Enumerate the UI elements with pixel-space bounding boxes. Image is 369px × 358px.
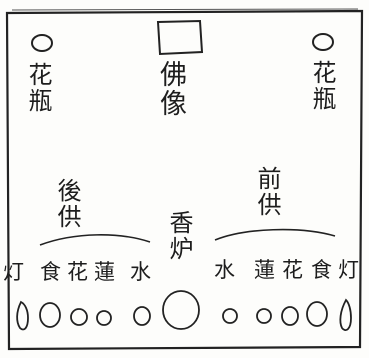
rear-offering-label: 後供 [53,178,81,230]
right-food-bowl-icon [306,301,328,327]
incense-burner-label: 香炉 [165,210,193,262]
right-water-label: 水 [214,258,236,282]
left-water-cup-icon [133,306,151,326]
left-vase-label: 花瓶 [24,62,52,114]
left-lotus-bowl-icon [96,310,112,326]
right-lotus-bowl-icon [256,308,272,324]
right-lamp-label: 灯 [338,258,360,282]
right-flower-bowl-icon [281,306,299,326]
left-lamp-label: 灯 [3,260,25,284]
right-flower-label: 花 [282,258,304,282]
left-lotus-label: 蓮 [94,260,116,284]
right-food-label: 食 [311,258,333,282]
incense-burner-icon [162,290,200,330]
left-lamp-icon [16,300,29,331]
right-vase-label: 花瓶 [308,60,336,112]
left-flower-bowl-icon [70,308,88,326]
left-food-bowl-icon [39,302,61,328]
right-lotus-label: 蓮 [254,258,276,282]
buddha-statue-label: 佛像 [155,60,186,118]
left-food-label: 食 [40,260,62,284]
front-offering-label: 前供 [253,166,281,218]
right-lamp-icon [339,298,352,331]
left-water-label: 水 [130,260,152,284]
left-flower-label: 花 [67,260,89,284]
right-water-cup-icon [222,308,238,324]
